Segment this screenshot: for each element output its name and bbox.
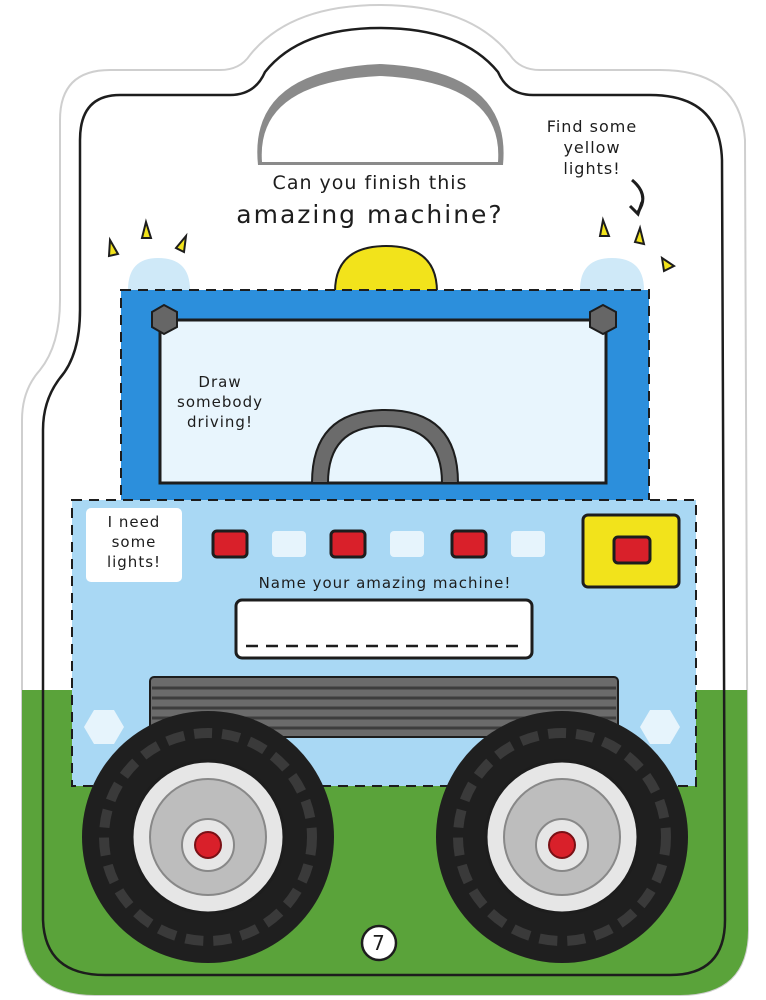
note-line: driving!	[187, 413, 253, 431]
page-number-circle	[360, 924, 398, 962]
steering-wheel	[310, 408, 460, 484]
left-wheel	[82, 711, 334, 963]
center-yellow-lamp	[333, 244, 439, 293]
lamps	[128, 244, 644, 293]
need-lights-note: I need some lights!	[92, 512, 176, 572]
draw-driver-note: Draw somebody driving!	[160, 372, 280, 432]
left-bolt-icon	[151, 303, 178, 336]
note-line: Find some	[546, 117, 638, 136]
name-machine-label: Name your amazing machine!	[258, 574, 512, 592]
yellow-lights-note: Find some yellow lights!	[532, 116, 652, 179]
left-hex	[84, 710, 124, 744]
right-bolt-icon	[589, 303, 617, 336]
note-line: yellow	[563, 138, 621, 157]
truck-cab	[120, 289, 650, 503]
yellow-sparkles	[107, 216, 676, 273]
right-wheel	[436, 711, 688, 963]
note-line: Draw	[198, 373, 242, 391]
lights-note-box	[86, 508, 182, 582]
page-number: 7	[372, 931, 386, 955]
left-hub-cap	[194, 831, 222, 859]
outline-line	[41, 26, 727, 977]
right-hex	[640, 710, 680, 744]
light-row	[211, 529, 545, 559]
note-line: lights!	[563, 159, 621, 178]
note-line: somebody	[177, 393, 263, 411]
left-lamp	[128, 258, 190, 290]
question-line-2: amazing machine?	[236, 200, 504, 229]
name-plate	[234, 598, 534, 660]
note-line: lights!	[106, 553, 162, 571]
question-line-1: Can you finish this	[272, 172, 468, 194]
right-lamp	[580, 258, 644, 290]
right-hub-cap	[548, 831, 576, 859]
note-line: I need	[107, 513, 161, 531]
window	[158, 318, 608, 485]
note-line: some	[111, 533, 157, 551]
